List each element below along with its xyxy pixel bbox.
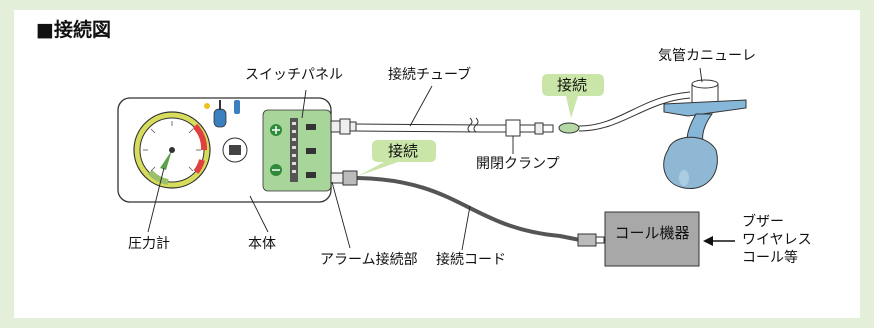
leader-cord	[461, 205, 471, 251]
leader-cannula	[699, 67, 703, 83]
label-connect-mid: 接続	[388, 142, 419, 160]
label-switch-panel: スイッチパネル	[245, 67, 343, 83]
label-connect-top: 接続	[557, 76, 588, 94]
label-connecting-tube: 接続チューブ	[388, 67, 472, 83]
leader-alarm	[331, 181, 351, 249]
label-call-device: コール機器	[614, 224, 690, 242]
label-connecting-cord: 接続コード	[436, 252, 506, 268]
label-open-close-clamp: 開閉クランプ	[476, 156, 560, 172]
alarm-connector-plug	[330, 170, 358, 186]
leader-pressure-gauge	[147, 167, 165, 233]
valve-knob	[204, 100, 240, 128]
leader-connecting-tube	[409, 85, 433, 127]
diagram-title: ■接続図	[36, 19, 111, 41]
switch-panel-plate	[262, 109, 332, 192]
small-dial	[222, 137, 248, 163]
label-alarm-connector: アラーム接続部	[320, 252, 418, 268]
call-device-box	[604, 211, 700, 267]
label-call-etc: コール等	[742, 250, 798, 266]
leader-body	[249, 195, 269, 233]
label-wireless: ワイヤレス	[742, 232, 812, 248]
tube-connector	[330, 118, 357, 135]
input-arrow	[703, 236, 735, 246]
callout-bubble-mid	[358, 140, 436, 176]
pressure-gauge	[133, 111, 211, 189]
cord-plug	[577, 233, 605, 247]
leader-switch-panel	[301, 89, 307, 119]
connecting-tube	[355, 91, 691, 137]
label-buzzer: ブザー	[742, 214, 784, 230]
connecting-cord	[356, 176, 582, 242]
callout-bubble-top	[542, 74, 604, 118]
label-main-body: 本体	[248, 236, 276, 252]
label-tracheostomy-tube: 気管カニューレ	[658, 48, 756, 64]
tracheostomy-cannula	[663, 79, 747, 189]
label-pressure-gauge: 圧力計	[128, 236, 170, 252]
